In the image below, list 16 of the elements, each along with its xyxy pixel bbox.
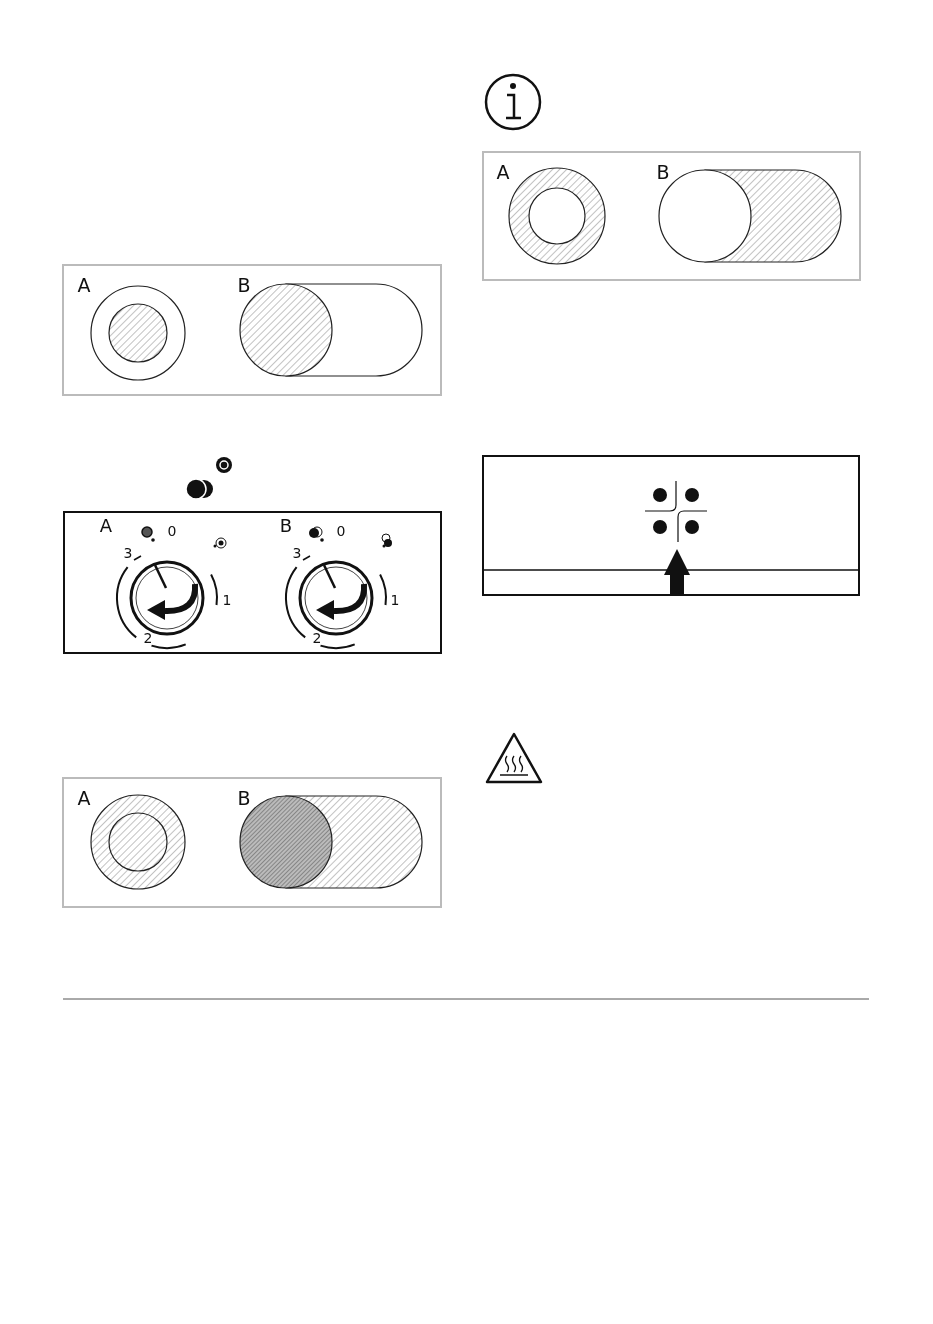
panel-letter: A <box>77 275 91 295</box>
panel-letter: B <box>279 517 293 535</box>
dial-number: 0 <box>167 524 177 538</box>
dial-number: 2 <box>143 631 153 645</box>
panel-letter: B <box>237 275 251 295</box>
panel-letter: B <box>656 162 670 182</box>
dial-number: 2 <box>312 631 322 645</box>
dial-number: 3 <box>292 546 302 560</box>
dial-number: 1 <box>390 593 400 607</box>
panel-letter: A <box>496 162 510 182</box>
dial-number: 3 <box>123 546 133 560</box>
dial-number: 1 <box>222 593 232 607</box>
dial-number: 0 <box>336 524 346 538</box>
panel-letter: A <box>99 517 113 535</box>
panel-letter: B <box>237 788 251 808</box>
panel-letter: A <box>77 788 91 808</box>
